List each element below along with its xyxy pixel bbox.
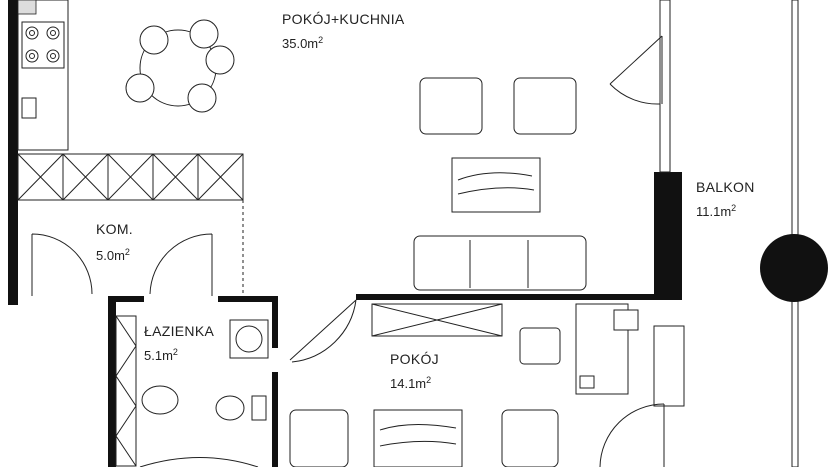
- wall-bedroom-top: [356, 294, 660, 300]
- storage-shelving: [17, 153, 244, 201]
- bedroom-table: [373, 409, 463, 467]
- toilet-icon: [215, 395, 245, 421]
- room-label-bedroom: POKÓJ 14.1m2: [390, 351, 439, 391]
- wall-bathroom-top-a: [108, 296, 144, 302]
- lamp-icon: [579, 375, 595, 389]
- room-area: 5.1m2: [144, 347, 178, 363]
- armchairs: [419, 77, 577, 135]
- bathroom-fixtures: [115, 315, 269, 467]
- wall-column-right: [654, 172, 682, 300]
- balcony-rail: [791, 0, 799, 467]
- armchair-right: [513, 77, 577, 135]
- room-area: 35.0m2: [282, 35, 323, 51]
- room-label-bathroom: ŁAZIENKA 5.1m2: [144, 323, 214, 363]
- wall-bathroom-top-b: [218, 296, 278, 302]
- sink-icon: [21, 97, 37, 119]
- room-area: 14.1m2: [390, 375, 431, 391]
- balcony-column-marker: [760, 234, 828, 302]
- desk-chair: [519, 327, 561, 365]
- bedroom-armchair-left: [289, 409, 349, 467]
- bedroom-armchair-right: [501, 409, 559, 467]
- wall-bathroom-right-a: [272, 296, 278, 348]
- coffee-table: [451, 157, 541, 213]
- room-name: ŁAZIENKA: [144, 323, 214, 339]
- wall-left-lower: [8, 150, 18, 305]
- room-area: 5.0m2: [96, 247, 130, 263]
- sofa: [413, 235, 587, 291]
- room-name: POKÓJ: [390, 351, 439, 367]
- washbasin-icon: [141, 385, 179, 415]
- kitchen-counter: [17, 0, 69, 151]
- armchair-left: [419, 77, 483, 135]
- room-name: BALKON: [696, 179, 755, 195]
- room-label-balcony: BALKON 11.1m2: [696, 179, 755, 219]
- dining-table-icon: [125, 19, 235, 113]
- bedroom-door: [289, 299, 357, 363]
- wall-left-upper: [8, 0, 18, 150]
- wall-bathroom-right-b: [272, 372, 278, 467]
- room-area: 11.1m2: [696, 203, 736, 219]
- room-label-living: POKÓJ+KUCHNIA 35.0m2: [282, 11, 405, 51]
- room-name: KOM.: [96, 221, 133, 237]
- bathtub-icon: [139, 457, 259, 467]
- stove-icon: [21, 21, 65, 69]
- kitchen-unit: [17, 0, 37, 15]
- bedroom-furniture: [289, 303, 665, 467]
- monitor-icon: [613, 309, 639, 331]
- walls: [8, 0, 799, 467]
- room-label-storage: KOM. 5.0m2: [96, 221, 133, 263]
- room-name: POKÓJ+KUCHNIA: [282, 11, 405, 27]
- wall-bathroom-left: [108, 296, 116, 467]
- living-door: [609, 35, 663, 105]
- wall-right-lower: [653, 325, 685, 407]
- storage-doors: [31, 233, 213, 296]
- bedroom-door-right: [599, 403, 665, 467]
